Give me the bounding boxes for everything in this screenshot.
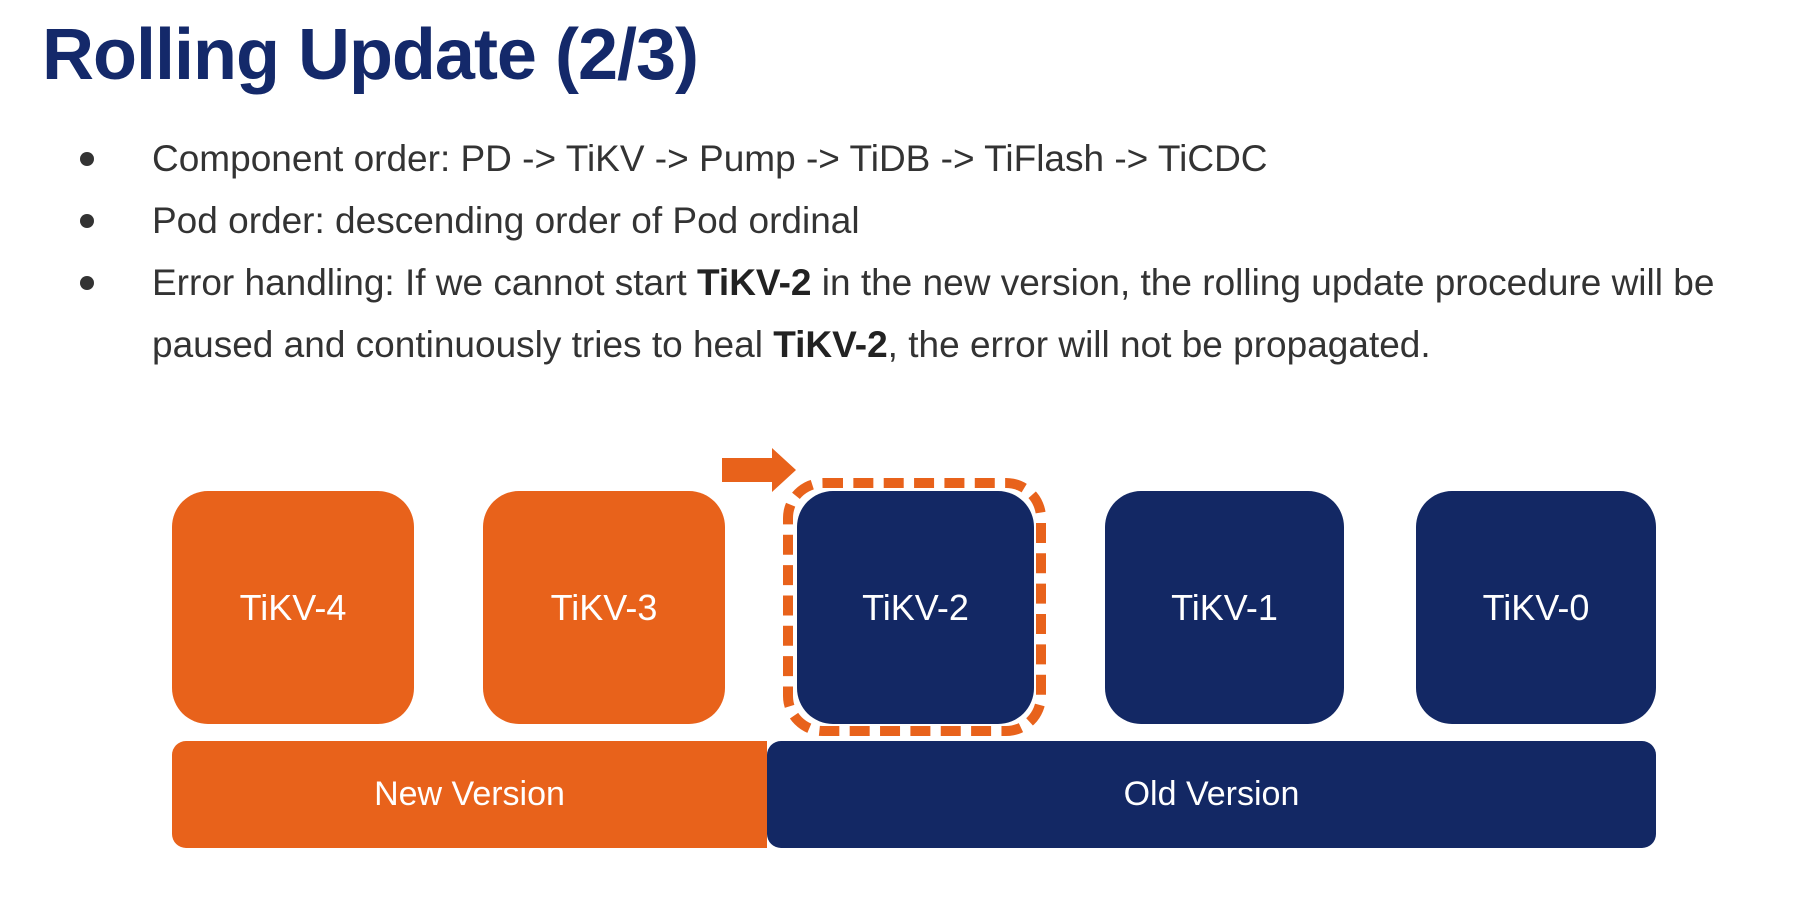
bullet-component-order: Component order: PD -> TiKV -> Pump -> T… xyxy=(80,128,1740,190)
pod-tikv-2: TiKV-2 xyxy=(797,491,1034,724)
new-version-bar: New Version xyxy=(172,741,767,848)
pod-tikv-4: TiKV-4 xyxy=(172,491,414,724)
pod-tikv-1: TiKV-1 xyxy=(1105,491,1344,724)
bullet-dot-icon xyxy=(80,276,94,290)
arrow-right-icon xyxy=(722,448,796,492)
bullet-text: , the error will not be propagated. xyxy=(887,324,1431,365)
bullet-dot-icon xyxy=(80,152,94,166)
bullet-error-handling: Error handling: If we cannot start TiKV-… xyxy=(80,252,1740,376)
slide-title: Rolling Update (2/3) xyxy=(42,15,699,95)
bullet-text: in the new version, the rolling update p… xyxy=(152,262,1715,365)
bullet-bold: TiKV-2 xyxy=(697,262,812,303)
bullet-dot-icon xyxy=(80,214,94,228)
bullet-list: Component order: PD -> TiKV -> Pump -> T… xyxy=(80,128,1740,376)
bullet-text: Error handling: If we cannot start xyxy=(152,262,697,303)
pod-tikv-3: TiKV-3 xyxy=(483,491,725,724)
pod-tikv-2-highlight xyxy=(783,478,1046,736)
bullet-pod-order: Pod order: descending order of Pod ordin… xyxy=(80,190,1740,252)
bullet-text: Pod order: descending order of Pod ordin… xyxy=(152,200,860,241)
bullet-text: Component order: PD -> TiKV -> Pump -> T… xyxy=(152,138,1268,179)
bullet-bold: TiKV-2 xyxy=(773,324,888,365)
old-version-bar: Old Version xyxy=(767,741,1656,848)
pod-tikv-0: TiKV-0 xyxy=(1416,491,1656,724)
